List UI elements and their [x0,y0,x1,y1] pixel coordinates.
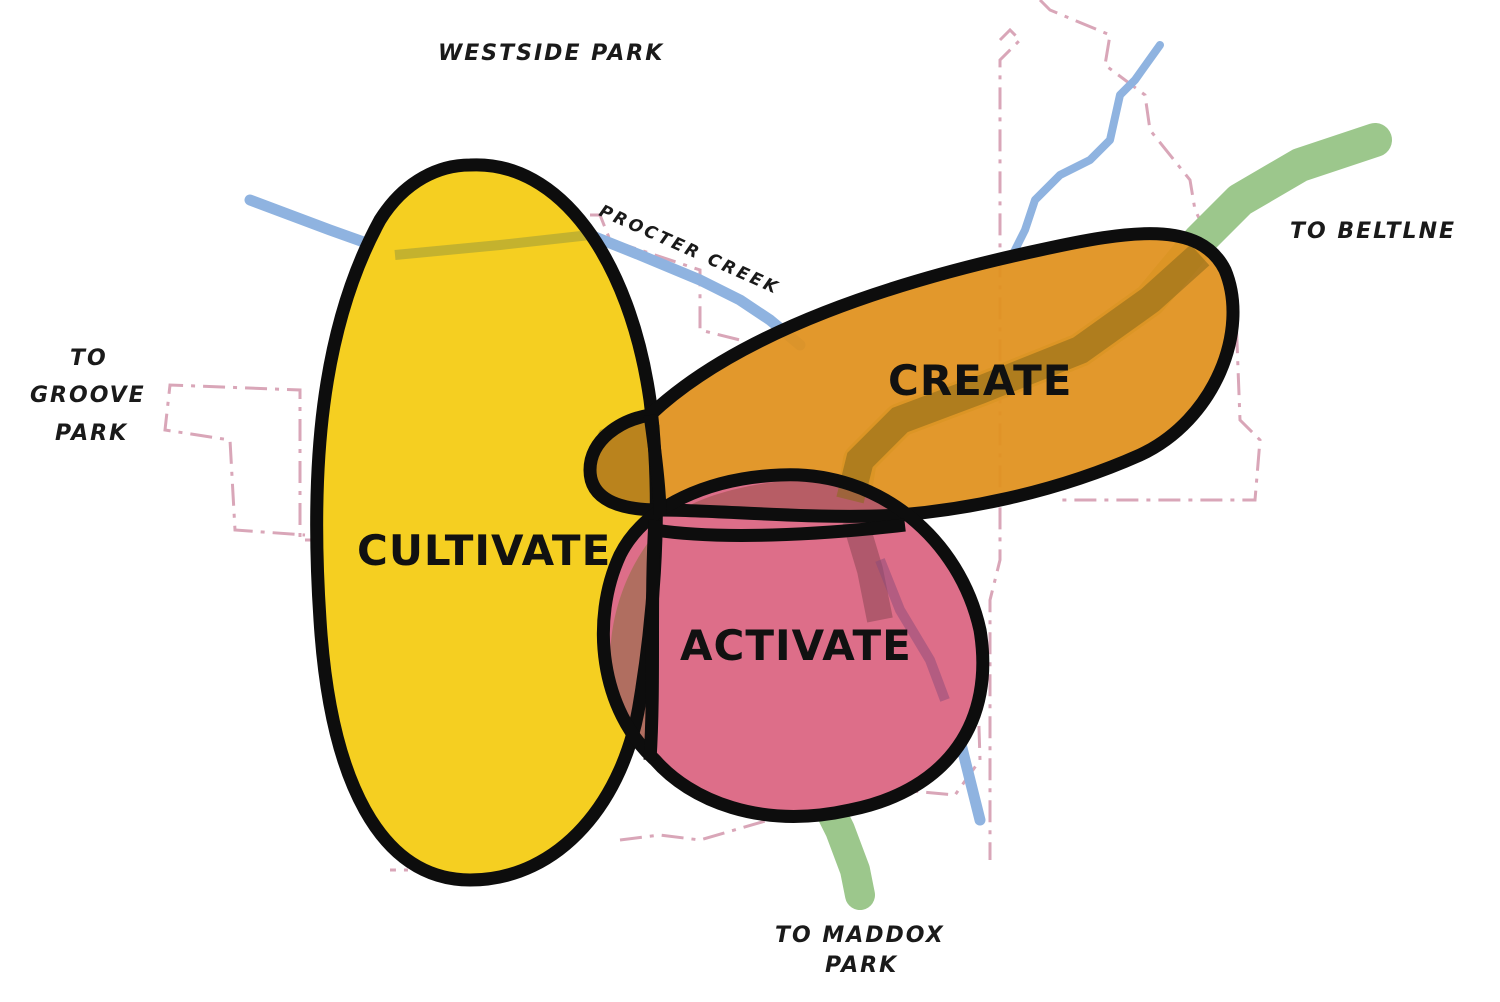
create-outline [583,227,1240,523]
westside-park-label: WESTSIDE PARK [438,41,664,66]
creek-in-activate [875,558,950,702]
to-beltline-label: TO BELTLNE [1290,219,1456,244]
zones [316,164,1234,880]
creek-in-cultivate [394,230,591,260]
activate-label: ACTIVATE [680,621,912,670]
activate-outline [596,468,990,823]
cultivate-label: CULTIVATE [357,526,611,575]
greenway-in-activate [842,516,893,623]
create-zone[interactable] [590,233,1234,517]
cultivate-zone[interactable] [316,164,657,880]
cultivate-inner-divider [643,519,662,761]
creek-branch-north [1006,41,1164,264]
activate-inner-divider [654,518,906,542]
to-maddox-park-line-2: PARK [825,953,898,978]
boundary-north-inner [988,27,1023,860]
to-groove-park-line-2: GROOVE [30,383,146,408]
activate-zone[interactable] [603,474,983,817]
to-groove-park-line-1: TO [70,346,108,371]
create-label: CREATE [888,356,1072,405]
to-maddox-park-line-1: TO MADDOX [775,923,945,948]
create-inner-divider [643,414,667,516]
to-groove-park-line-3: PARK [55,421,128,446]
zone-outlines [310,158,1240,887]
boundary-east [1038,0,1262,502]
overlap-cultivate-create [591,421,660,510]
cultivate-outline [310,158,663,887]
zone-labels: CULTIVATE CREATE ACTIVATE [357,356,1072,670]
greenway-in-create [836,244,1210,504]
boundary-south [619,803,821,842]
